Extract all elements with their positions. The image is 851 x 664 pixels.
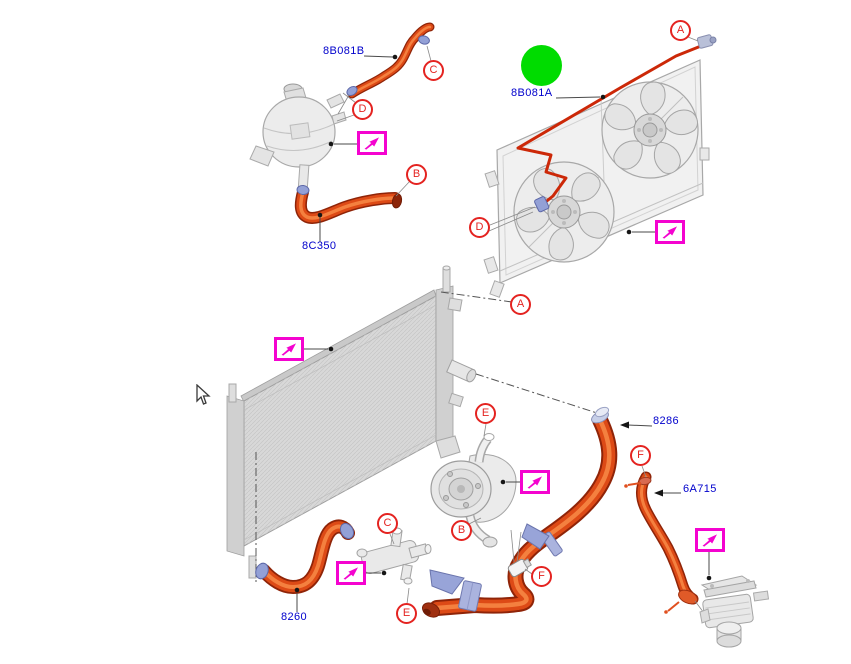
detail-link-button-radiator[interactable] <box>274 337 304 361</box>
part-label-8286[interactable]: 8286 <box>653 415 680 427</box>
callout-a-tube-top[interactable]: A <box>670 20 691 41</box>
water-pump[interactable] <box>430 433 517 548</box>
callout-d-fan[interactable]: D <box>469 217 490 238</box>
oil-cooler[interactable] <box>699 575 770 648</box>
callout-d-tank[interactable]: D <box>352 99 373 120</box>
detail-link-button-thermostat[interactable] <box>336 561 366 585</box>
detail-link-button-tank[interactable] <box>357 131 387 155</box>
thermostat-housing[interactable] <box>356 527 432 585</box>
magenta-arrow-icon <box>280 342 298 356</box>
part-label-6a715[interactable]: 6A715 <box>683 483 717 495</box>
fan-shroud-assembly[interactable] <box>483 59 710 298</box>
callout-e-pump[interactable]: E <box>475 403 496 424</box>
fan-left <box>513 161 615 263</box>
magenta-arrow-icon <box>661 225 679 239</box>
magenta-arrow-icon <box>701 533 719 547</box>
part-label-8b081b[interactable]: 8B081B <box>323 45 365 57</box>
callout-b-hose-8c350[interactable]: B <box>406 164 427 185</box>
fan-right <box>600 81 701 179</box>
part-label-8b081a[interactable]: 8B081A <box>511 87 553 99</box>
hose-8260[interactable] <box>254 521 357 587</box>
callout-f-hose-6a715[interactable]: F <box>630 445 651 466</box>
magenta-arrow-icon <box>363 136 381 150</box>
availability-green-dot <box>521 45 562 86</box>
callout-a-radiator[interactable]: A <box>510 294 531 315</box>
detail-link-button-pump[interactable] <box>520 470 550 494</box>
clamp-f <box>507 558 532 578</box>
part-label-8c350[interactable]: 8C350 <box>302 240 337 252</box>
callout-b-pump-lower[interactable]: B <box>451 520 472 541</box>
callout-c-thermostat[interactable]: C <box>377 513 398 534</box>
hose-8c350[interactable] <box>296 184 403 218</box>
mouse-pointer-icon <box>196 384 212 406</box>
hose-6a715[interactable] <box>624 477 708 618</box>
callout-e-thermostat[interactable]: E <box>396 603 417 624</box>
tube-8b081a[interactable] <box>516 34 717 213</box>
magenta-arrow-icon <box>342 566 360 580</box>
part-label-8260[interactable]: 8260 <box>281 611 308 623</box>
leader-lines <box>294 36 712 612</box>
callout-c-hose-8b081b[interactable]: C <box>423 60 444 81</box>
hose-8b081b[interactable] <box>345 27 430 97</box>
magenta-arrow-icon <box>526 475 544 489</box>
expansion-tank[interactable] <box>249 83 347 193</box>
detail-link-button-fan[interactable] <box>655 220 685 244</box>
radiator[interactable] <box>226 265 478 582</box>
pipe-assembly-8286[interactable] <box>420 405 610 620</box>
callout-f-pipe-clamp[interactable]: F <box>531 566 552 587</box>
detail-link-button-oil-cooler[interactable] <box>695 528 725 552</box>
